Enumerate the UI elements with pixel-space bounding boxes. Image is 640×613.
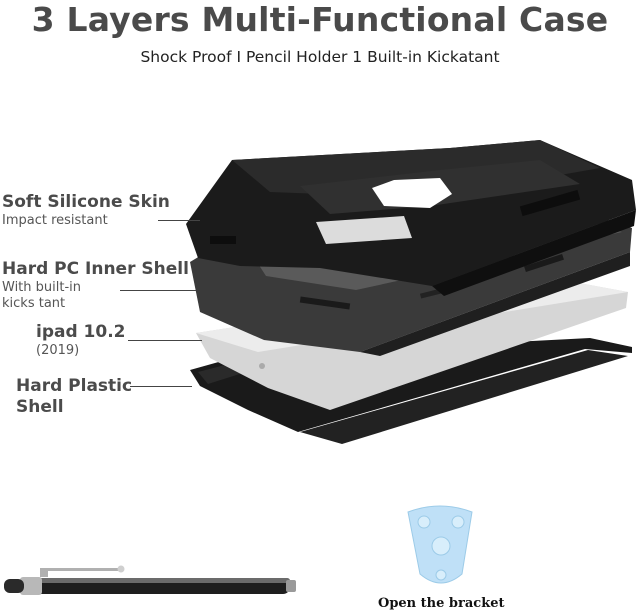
kickstand-bracket bbox=[407, 505, 473, 584]
label-soft-silicone-skin: Soft Silicone Skin Impact resistant bbox=[2, 192, 170, 229]
label-subtext: Impact resistant bbox=[2, 213, 108, 228]
leader-line bbox=[158, 220, 200, 221]
label-hard-pc-inner-shell: Hard PC Inner Shell With built-in kicks … bbox=[2, 259, 189, 312]
leader-line bbox=[120, 290, 196, 291]
label-heading-line2: Shell bbox=[16, 397, 64, 417]
label-heading: Soft Silicone Skin bbox=[2, 192, 170, 212]
leader-line bbox=[128, 340, 202, 341]
stylus-pen bbox=[4, 565, 296, 595]
page-subtitle: Shock Proof I Pencil Holder 1 Built-in K… bbox=[140, 48, 500, 66]
page-title: 3 Layers Multi-Functional Case bbox=[31, 0, 609, 39]
label-hard-plastic-shell: Hard Plastic Shell bbox=[16, 376, 132, 418]
leader-line bbox=[130, 386, 192, 387]
label-heading-line1: Hard Plastic bbox=[16, 376, 133, 396]
label-heading: Hard PC Inner Shell bbox=[2, 259, 189, 279]
bracket-caption: Open the bracket bbox=[378, 596, 505, 611]
label-subtext-line1: With built-in bbox=[2, 280, 82, 295]
label-subtext: (2019) bbox=[36, 343, 80, 358]
label-heading: ipad 10.2 bbox=[36, 322, 126, 342]
label-ipad: ipad 10.2 (2019) bbox=[36, 322, 126, 359]
label-subtext-line2: kicks tant bbox=[2, 296, 66, 311]
soft-silicone-skin bbox=[186, 140, 636, 296]
